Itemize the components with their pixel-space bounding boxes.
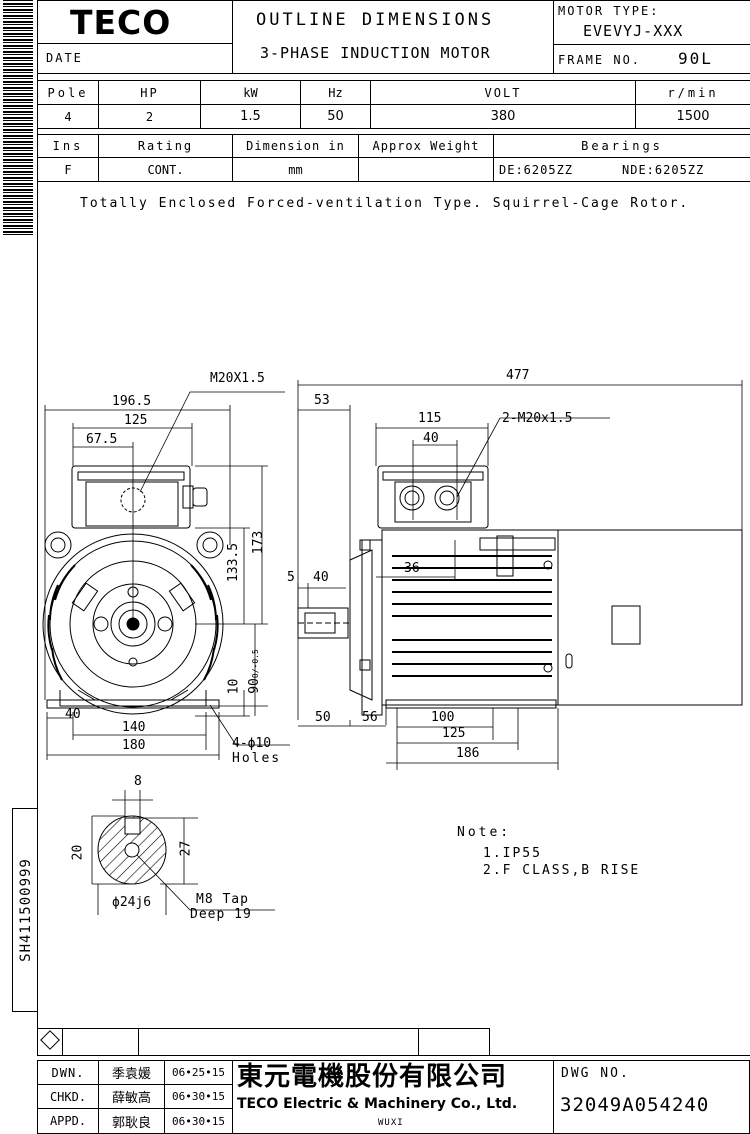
dwg-label: DWG NO. <box>561 1066 630 1081</box>
dim-holes: 4-ϕ10 <box>232 736 272 751</box>
footer-date-dwn: 06•25•15 <box>172 1066 225 1079</box>
bearing-de: DE:6205ZZ <box>499 163 574 177</box>
front-view <box>42 391 290 760</box>
hdr-kw: kW <box>243 85 258 100</box>
dim-to-box: 53 <box>314 393 330 408</box>
dim-shaft-section-h: 27 <box>178 840 194 857</box>
dim-foot-span: 140 <box>122 720 146 735</box>
dim-foot-offset: 56 <box>362 710 378 725</box>
footer-name-dwn: 季袁媛 <box>111 1067 151 1082</box>
dim-shaft-height: 900/-0.5 <box>246 649 262 694</box>
shaft-section <box>91 790 275 915</box>
barcode <box>3 0 33 235</box>
company-name-en: TECO Electric & Machinery Co., Ltd. <box>237 1096 518 1112</box>
title-line-2: 3-PHASE INDUCTION MOTOR <box>260 44 491 62</box>
hdr-rating: Rating <box>137 139 194 153</box>
dim-front-box-h: 173 <box>251 530 267 555</box>
dim-base-width: 180 <box>122 738 146 753</box>
val-volt: 380 <box>490 109 516 124</box>
footer-date-appd: 06•30•15 <box>172 1114 225 1128</box>
teco-logo: TECO <box>70 3 172 42</box>
dim-holes-label: Holes <box>232 751 282 766</box>
dim-box-width: 115 <box>418 411 442 426</box>
dim-gland-2: 2-M20x1.5 <box>502 411 573 426</box>
motor-type-label: MOTOR TYPE: <box>558 4 660 18</box>
val-pole: 4 <box>64 109 72 124</box>
company-city: WUXI <box>378 1118 404 1128</box>
dim-deep: Deep 19 <box>190 907 252 922</box>
val-dimension: mm <box>288 162 303 177</box>
footer-name-appd: 郭耿良 <box>111 1115 151 1131</box>
dim-front-half: 67.5 <box>86 432 118 447</box>
dim-key-depth: 20 <box>70 844 86 861</box>
hdr-hp: HP <box>140 85 159 100</box>
side-view <box>297 380 743 770</box>
val-rating: CONT. <box>147 162 184 177</box>
dim-side-foot-span: 100 <box>431 710 455 725</box>
dim-key-pos: 5 <box>287 570 295 585</box>
dim-side-foot-total: 125 <box>442 726 466 741</box>
margin-id-box <box>12 808 38 1012</box>
dim-front-box: 125 <box>124 413 148 428</box>
footer-role-chkd: CHKD. <box>49 1089 87 1104</box>
footer-date-chkd: 06•30•15 <box>172 1090 225 1103</box>
frame-label: FRAME NO. <box>558 53 642 67</box>
val-ins: F <box>64 162 72 177</box>
footer-role-dwn: DWN. <box>51 1065 85 1080</box>
date-label: DATE <box>46 51 83 65</box>
dim-box-inner: 40 <box>423 431 439 446</box>
dim-shaft-dia: ϕ24j6 <box>112 895 152 910</box>
title-line-1: OUTLINE DIMENSIONS <box>256 10 495 30</box>
val-hp: 2 <box>145 109 154 124</box>
val-hz: 50 <box>327 109 344 124</box>
val-kw: 1.5 <box>240 109 261 124</box>
notes-title: Note: <box>457 825 512 840</box>
hdr-dimension: Dimension in <box>246 139 345 153</box>
dim-front-width: 196.5 <box>112 394 152 409</box>
frame-value: 90L <box>678 49 713 68</box>
hdr-hz: Hz <box>328 85 343 100</box>
bearing-nde: NDE:6205ZZ <box>622 163 705 177</box>
dim-gland: M20X1.5 <box>210 371 265 386</box>
hdr-ins: Ins <box>52 139 84 153</box>
dim-key-width: 8 <box>134 774 142 789</box>
hdr-rpm: r/min <box>667 85 719 100</box>
dwg-number: 32049A054240 <box>560 1094 710 1116</box>
dim-tap: M8 Tap <box>196 892 249 907</box>
description: Totally Enclosed Forced-ventilation Type… <box>80 196 690 211</box>
dim-side-base: 186 <box>456 746 480 761</box>
footer-name-chkd: 薛敏高 <box>111 1091 151 1106</box>
hdr-weight: Approx Weight <box>372 139 480 153</box>
drawing-frame <box>37 0 750 1056</box>
motor-type-value: EVEVYJ-XXX <box>583 22 684 40</box>
footer-role-appd: APPD. <box>49 1114 87 1128</box>
dim-foot-height: 10 <box>226 678 242 695</box>
dim-foot-edge: 40 <box>65 707 81 722</box>
hdr-bearings: Bearings <box>581 139 663 153</box>
hdr-pole: Pole <box>47 85 89 100</box>
dim-overall: 477 <box>506 368 530 383</box>
note-2: 2.F CLASS,B RISE <box>483 863 641 878</box>
val-rpm: 1500 <box>676 109 710 124</box>
hdr-volt: VOLT <box>484 85 522 100</box>
dim-offset-36: 36 <box>404 561 420 576</box>
dim-shaft-length: 40 <box>313 570 329 585</box>
dim-front-center-h: 133.5 <box>226 542 242 583</box>
company-name-cn: 東元電機股份有限公司 <box>237 1062 508 1092</box>
note-1: 1.IP55 <box>483 846 542 861</box>
dim-shaft-end: 50 <box>315 710 331 725</box>
